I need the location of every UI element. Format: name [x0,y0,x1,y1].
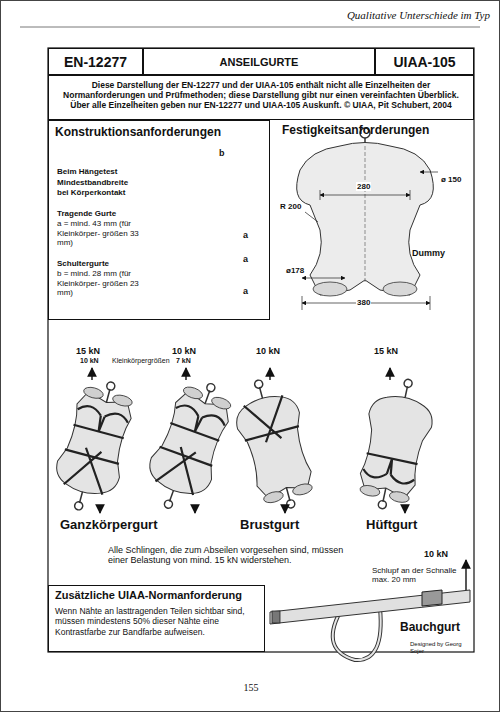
load-value: 7 kN [176,357,206,365]
dimension: ø 150 [441,175,476,184]
title-cell: ANSEILGURTE [143,48,375,75]
load-value: 10 kN [424,549,464,559]
standard-cell: EN-12277 [48,48,143,75]
harness-type: Ganzkörpergurt [60,518,180,533]
box-heading: Konstruktionsanforderungen [55,125,255,139]
note: Alle Schlingen, die zum Abseilen vorgese… [108,545,348,566]
box-text: Tragende Gurte [57,209,152,219]
box-heading: Diese Darstellung der EN-12277 und der U… [57,80,465,111]
construction-box: KonstruktionsanforderungenBeim Hängetest… [48,120,270,320]
dimension: 380 [356,298,371,307]
box-heading: Zusätzliche UIAA-Normanforderung [55,589,258,602]
harness-type: Bauchgurt [400,621,470,635]
dimension-letter: a [243,254,253,264]
harness-type: Hüftgurt [366,518,456,533]
section-heading: Festigkeitsanforderungen [282,124,472,138]
dimension-letter: a [243,230,253,240]
running-header: Qualitative Unterschiede im Typ [300,9,490,22]
dimension: ø178 [286,266,316,275]
box-heading: EN-12277 [51,54,140,71]
box-text: Mindestbandbreite bei Körperkontakt [57,178,139,197]
box-text: a = mind. 43 mm (für Kleinkörper- größen… [57,219,141,248]
box-text: b = mind. 28 mm (für Kleinkörper- größen… [57,269,141,298]
box-heading: ANSEILGURTE [146,56,372,69]
dimension: R 200 [280,202,310,211]
dimension-letter: a [243,286,253,296]
load-value: 15 kN [76,346,116,356]
part-name: Dummy [412,248,452,258]
box-heading: UIAA-105 [378,54,471,71]
intro-box: Diese Darstellung der EN-12277 und der U… [48,75,474,120]
box-text: Wenn Nähte an lasttragenden Teilen sicht… [55,606,258,637]
requirement-box: Zusätzliche UIAA-NormanforderungWenn Näh… [48,585,265,652]
box-text: Schultergurte [57,259,152,269]
note: Kleinkörpergrößen [112,357,182,365]
dimension-letter: b [219,148,229,158]
load-value: 10 kN [256,346,296,356]
page-number: 155 [236,682,266,694]
harness-type: Brustgurt [240,518,330,533]
load-value: 10 kN [80,357,110,365]
credit: Designed by Georg Sojer [410,641,472,655]
dimension: 280 [356,182,371,191]
load-value: 15 kN [374,346,414,356]
box-text: Beim Hängetest [57,167,152,177]
standard-cell: UIAA-105 [375,48,474,75]
note: Schlupf an der Schnalle max. 20 mm [372,566,458,584]
load-test-dummies [47,368,440,519]
load-value: 10 kN [172,346,212,356]
test-dummy [297,128,438,310]
